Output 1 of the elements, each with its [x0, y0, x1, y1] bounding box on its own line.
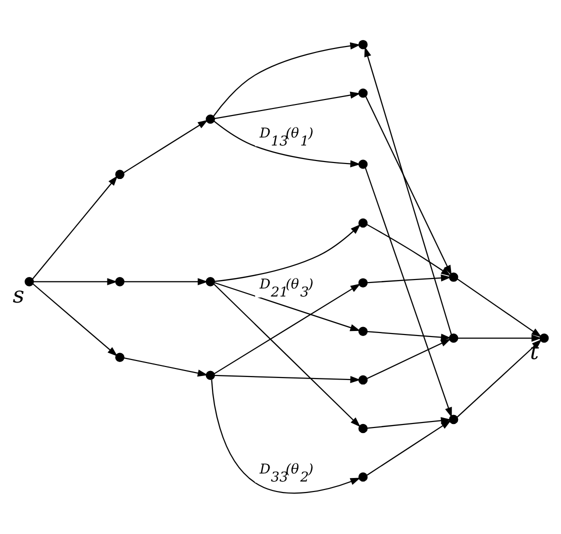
- node-label: s: [12, 282, 24, 309]
